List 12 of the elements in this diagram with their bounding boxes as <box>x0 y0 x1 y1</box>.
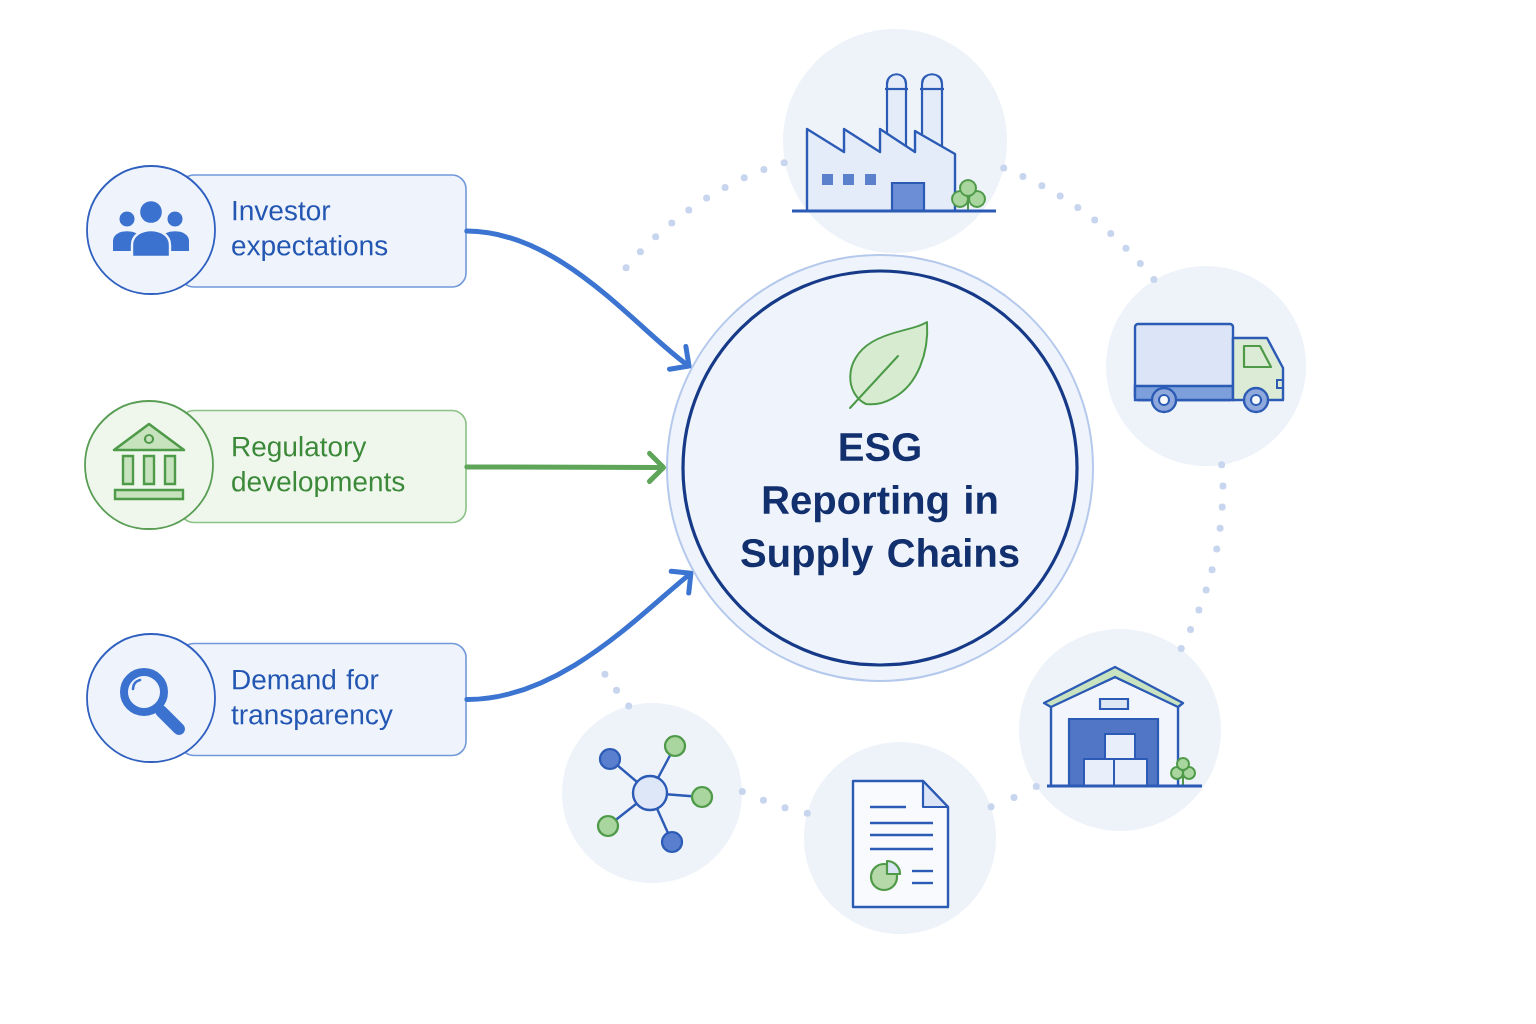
dotted-line <box>1177 461 1227 653</box>
label-box: Demand for transparency <box>179 642 467 757</box>
arrow <box>464 450 666 484</box>
arrow <box>464 568 694 702</box>
dotted-line <box>601 670 633 710</box>
dotted-line <box>622 158 789 272</box>
arrow <box>464 228 692 372</box>
dotted-line <box>1000 164 1158 284</box>
dotted-line <box>738 787 811 817</box>
dotted-line <box>987 783 1040 811</box>
label-box: Investor expectations <box>179 174 467 288</box>
label-box: Regulatory developments <box>179 409 467 524</box>
